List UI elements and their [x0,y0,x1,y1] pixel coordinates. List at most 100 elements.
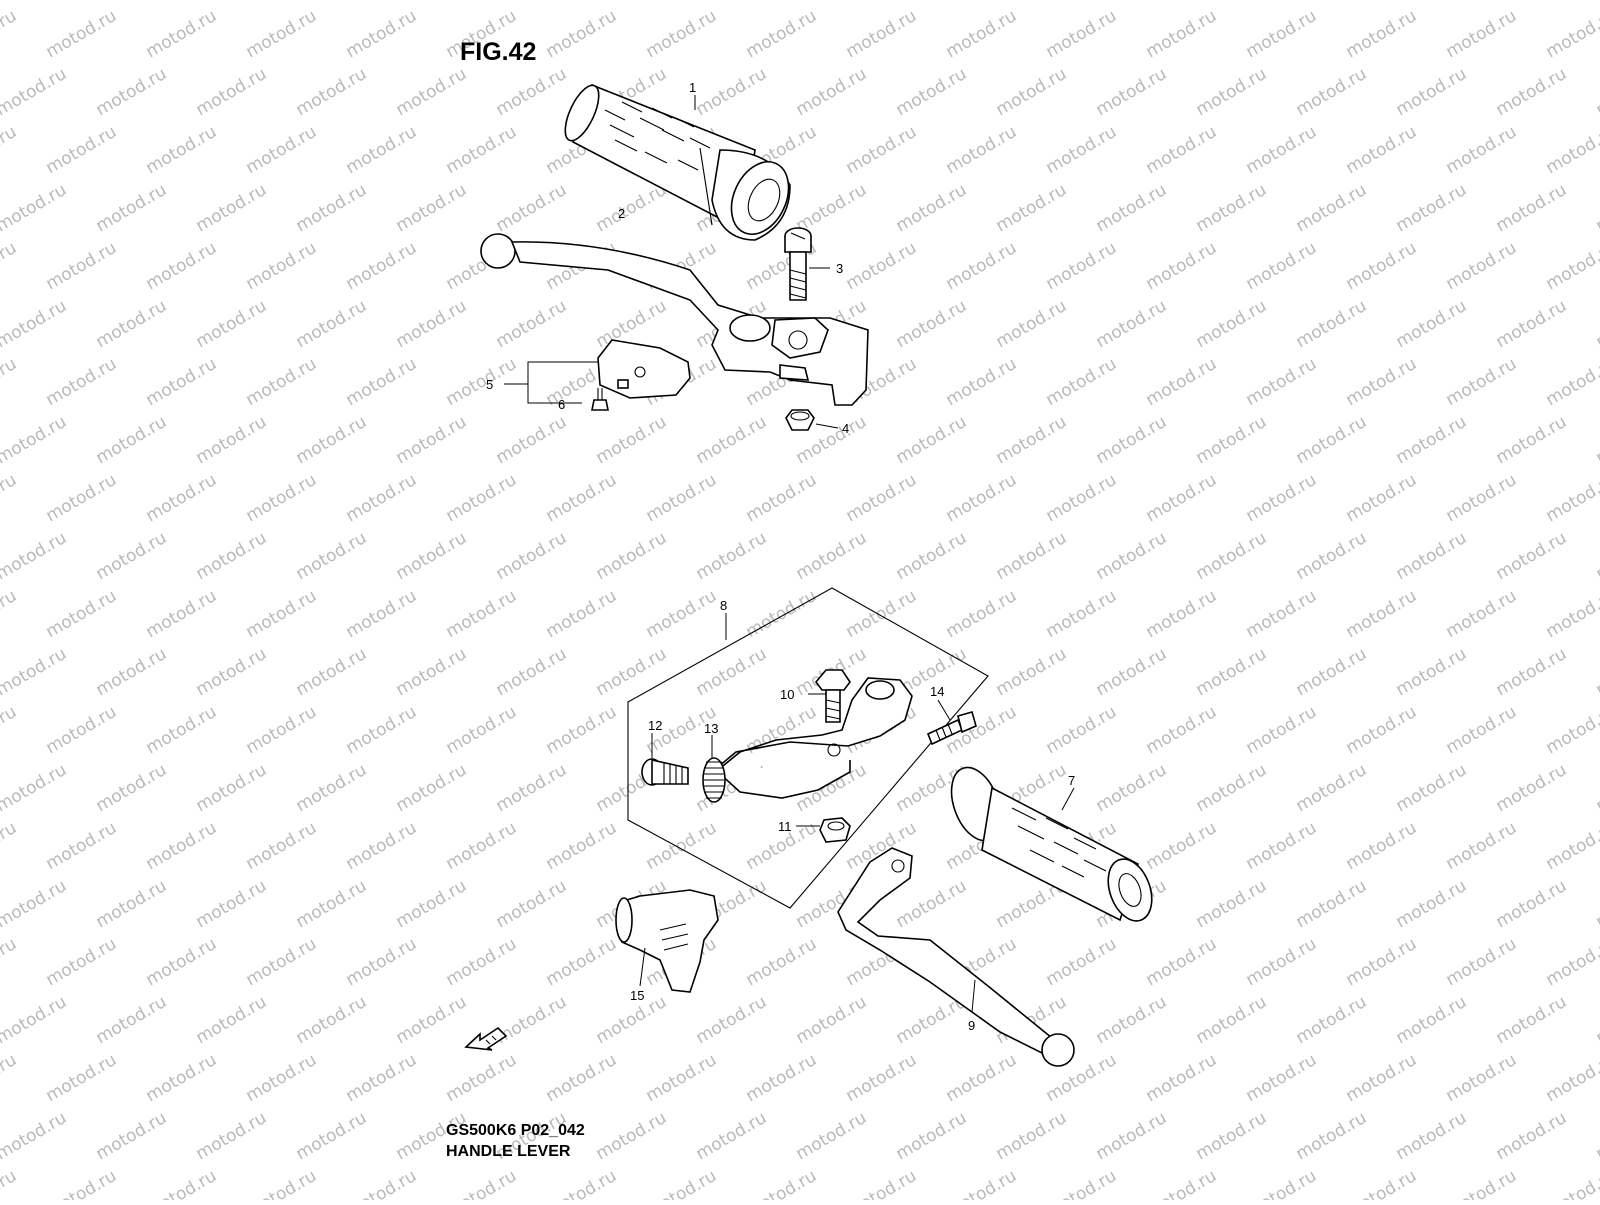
watermark-text: motod.ru [843,470,921,526]
watermark-text: motod.ru [1593,760,1600,816]
watermark-text: motod.ru [893,180,971,236]
watermark-text: motod.ru [1443,122,1521,178]
watermark-text: motod.ru [593,412,671,468]
watermark-text: motod.ru [1143,934,1221,990]
watermark-text: motod.ru [393,760,471,816]
watermark-text: motod.ru [1543,238,1600,294]
watermark-text: motod.ru [1393,644,1471,700]
watermark-text: motod.ru [293,1108,371,1164]
watermark-text: motod.ru [393,528,471,584]
watermark-text: motod.ru [1093,180,1171,236]
watermark-text: motod.ru [1043,1166,1121,1200]
watermark-text: motod.ru [1143,238,1221,294]
watermark-text: motod.ru [993,1108,1071,1164]
holder-assembly-frame [628,588,988,908]
watermark-text: motod.ru [943,470,1021,526]
watermark-text: motod.ru [493,876,571,932]
watermark-text: motod.ru [0,354,20,410]
watermark-text: motod.ru [1493,180,1571,236]
callout-5: 5 [486,377,493,392]
watermark-text: motod.ru [1443,354,1521,410]
callout-6: 6 [558,397,565,412]
watermark-text: motod.ru [493,760,571,816]
watermark-text: motod.ru [843,586,921,642]
watermark-text: motod.ru [443,122,521,178]
watermark-text: motod.ru [993,180,1071,236]
watermark-text: motod.ru [293,528,371,584]
watermark-text: motod.ru [943,6,1021,62]
watermark-text: motod.ru [1143,354,1221,410]
watermark-text: motod.ru [1443,6,1521,62]
watermark-text: motod.ru [1493,992,1571,1048]
watermark-text: motod.ru [343,122,421,178]
watermark-text: motod.ru [1343,586,1421,642]
watermark-text: motod.ru [543,586,621,642]
watermark-text: motod.ru [693,992,771,1048]
watermark-text: motod.ru [1593,876,1600,932]
watermark-text: motod.ru [1243,702,1321,758]
watermark-text: motod.ru [1193,1108,1271,1164]
watermark-text: motod.ru [743,586,821,642]
watermark-text: motod.ru [1143,1050,1221,1106]
watermark-text: motod.ru [0,180,70,236]
watermark-text: motod.ru [1093,528,1171,584]
watermark-text: motod.ru [1293,992,1371,1048]
watermark-text: motod.ru [0,992,70,1048]
watermark-text: motod.ru [1093,760,1171,816]
watermark-text: motod.ru [443,934,521,990]
callout-2: 2 [618,206,625,221]
watermark-text: motod.ru [1143,470,1221,526]
watermark-text: motod.ru [1543,934,1600,990]
watermark-text: motod.ru [1443,1050,1521,1106]
watermark-text: motod.ru [393,0,471,4]
front-direction-arrow-icon [466,1028,506,1050]
callout-10: 10 [780,687,794,702]
watermark-text: motod.ru [443,818,521,874]
watermark-text: motod.ru [1293,296,1371,352]
watermark-text: motod.ru [43,818,121,874]
watermark-text: motod.ru [593,528,671,584]
watermark-text: motod.ru [1193,644,1271,700]
watermark-text: motod.ru [1393,992,1471,1048]
watermark-text: motod.ru [1343,354,1421,410]
model-code: GS500K6 P02_042 [446,1122,585,1140]
watermark-text: motod.ru [1443,818,1521,874]
adjuster-screw-part [642,759,688,785]
watermark-text: motod.ru [643,6,721,62]
watermark-text: motod.ru [893,876,971,932]
watermark-text: motod.ru [1543,354,1600,410]
watermark-text: motod.ru [493,412,571,468]
watermark-text: motod.ru [593,644,671,700]
watermark-text: motod.ru [843,122,921,178]
watermark-text: motod.ru [743,470,821,526]
watermark-text: motod.ru [743,702,821,758]
watermark-text: motod.ru [393,412,471,468]
watermark-text: motod.ru [43,470,121,526]
watermark-text: motod.ru [1093,1108,1171,1164]
watermark-text: motod.ru [1443,586,1521,642]
watermark-text: motod.ru [1543,122,1600,178]
watermark-text: motod.ru [1293,180,1371,236]
watermark-text: motod.ru [543,1050,621,1106]
watermark-text: motod.ru [1243,122,1321,178]
callout-numbers: 1 2 3 4 5 6 7 8 9 10 11 12 13 14 15 [486,80,1075,1033]
watermark-text: motod.ru [943,586,1021,642]
watermark-text: motod.ru [393,180,471,236]
watermark-text: motod.ru [143,470,221,526]
watermark-text: motod.ru [193,1108,271,1164]
watermark-text: motod.ru [1193,992,1271,1048]
callout-11: 11 [778,819,792,834]
watermark-text: motod.ru [1243,238,1321,294]
watermark-text: motod.ru [1593,0,1600,4]
watermark-text: motod.ru [1493,296,1571,352]
watermark-text: motod.ru [393,64,471,120]
watermark-text: motod.ru [693,528,771,584]
watermark-text: motod.ru [1343,818,1421,874]
watermark-text: motod.ru [1593,180,1600,236]
watermark-text: motod.ru [593,1108,671,1164]
watermark-text: motod.ru [693,412,771,468]
watermark-text: motod.ru [1143,6,1221,62]
watermark-text: motod.ru [893,296,971,352]
watermark-text: motod.ru [1193,296,1271,352]
watermark-text: motod.ru [143,122,221,178]
